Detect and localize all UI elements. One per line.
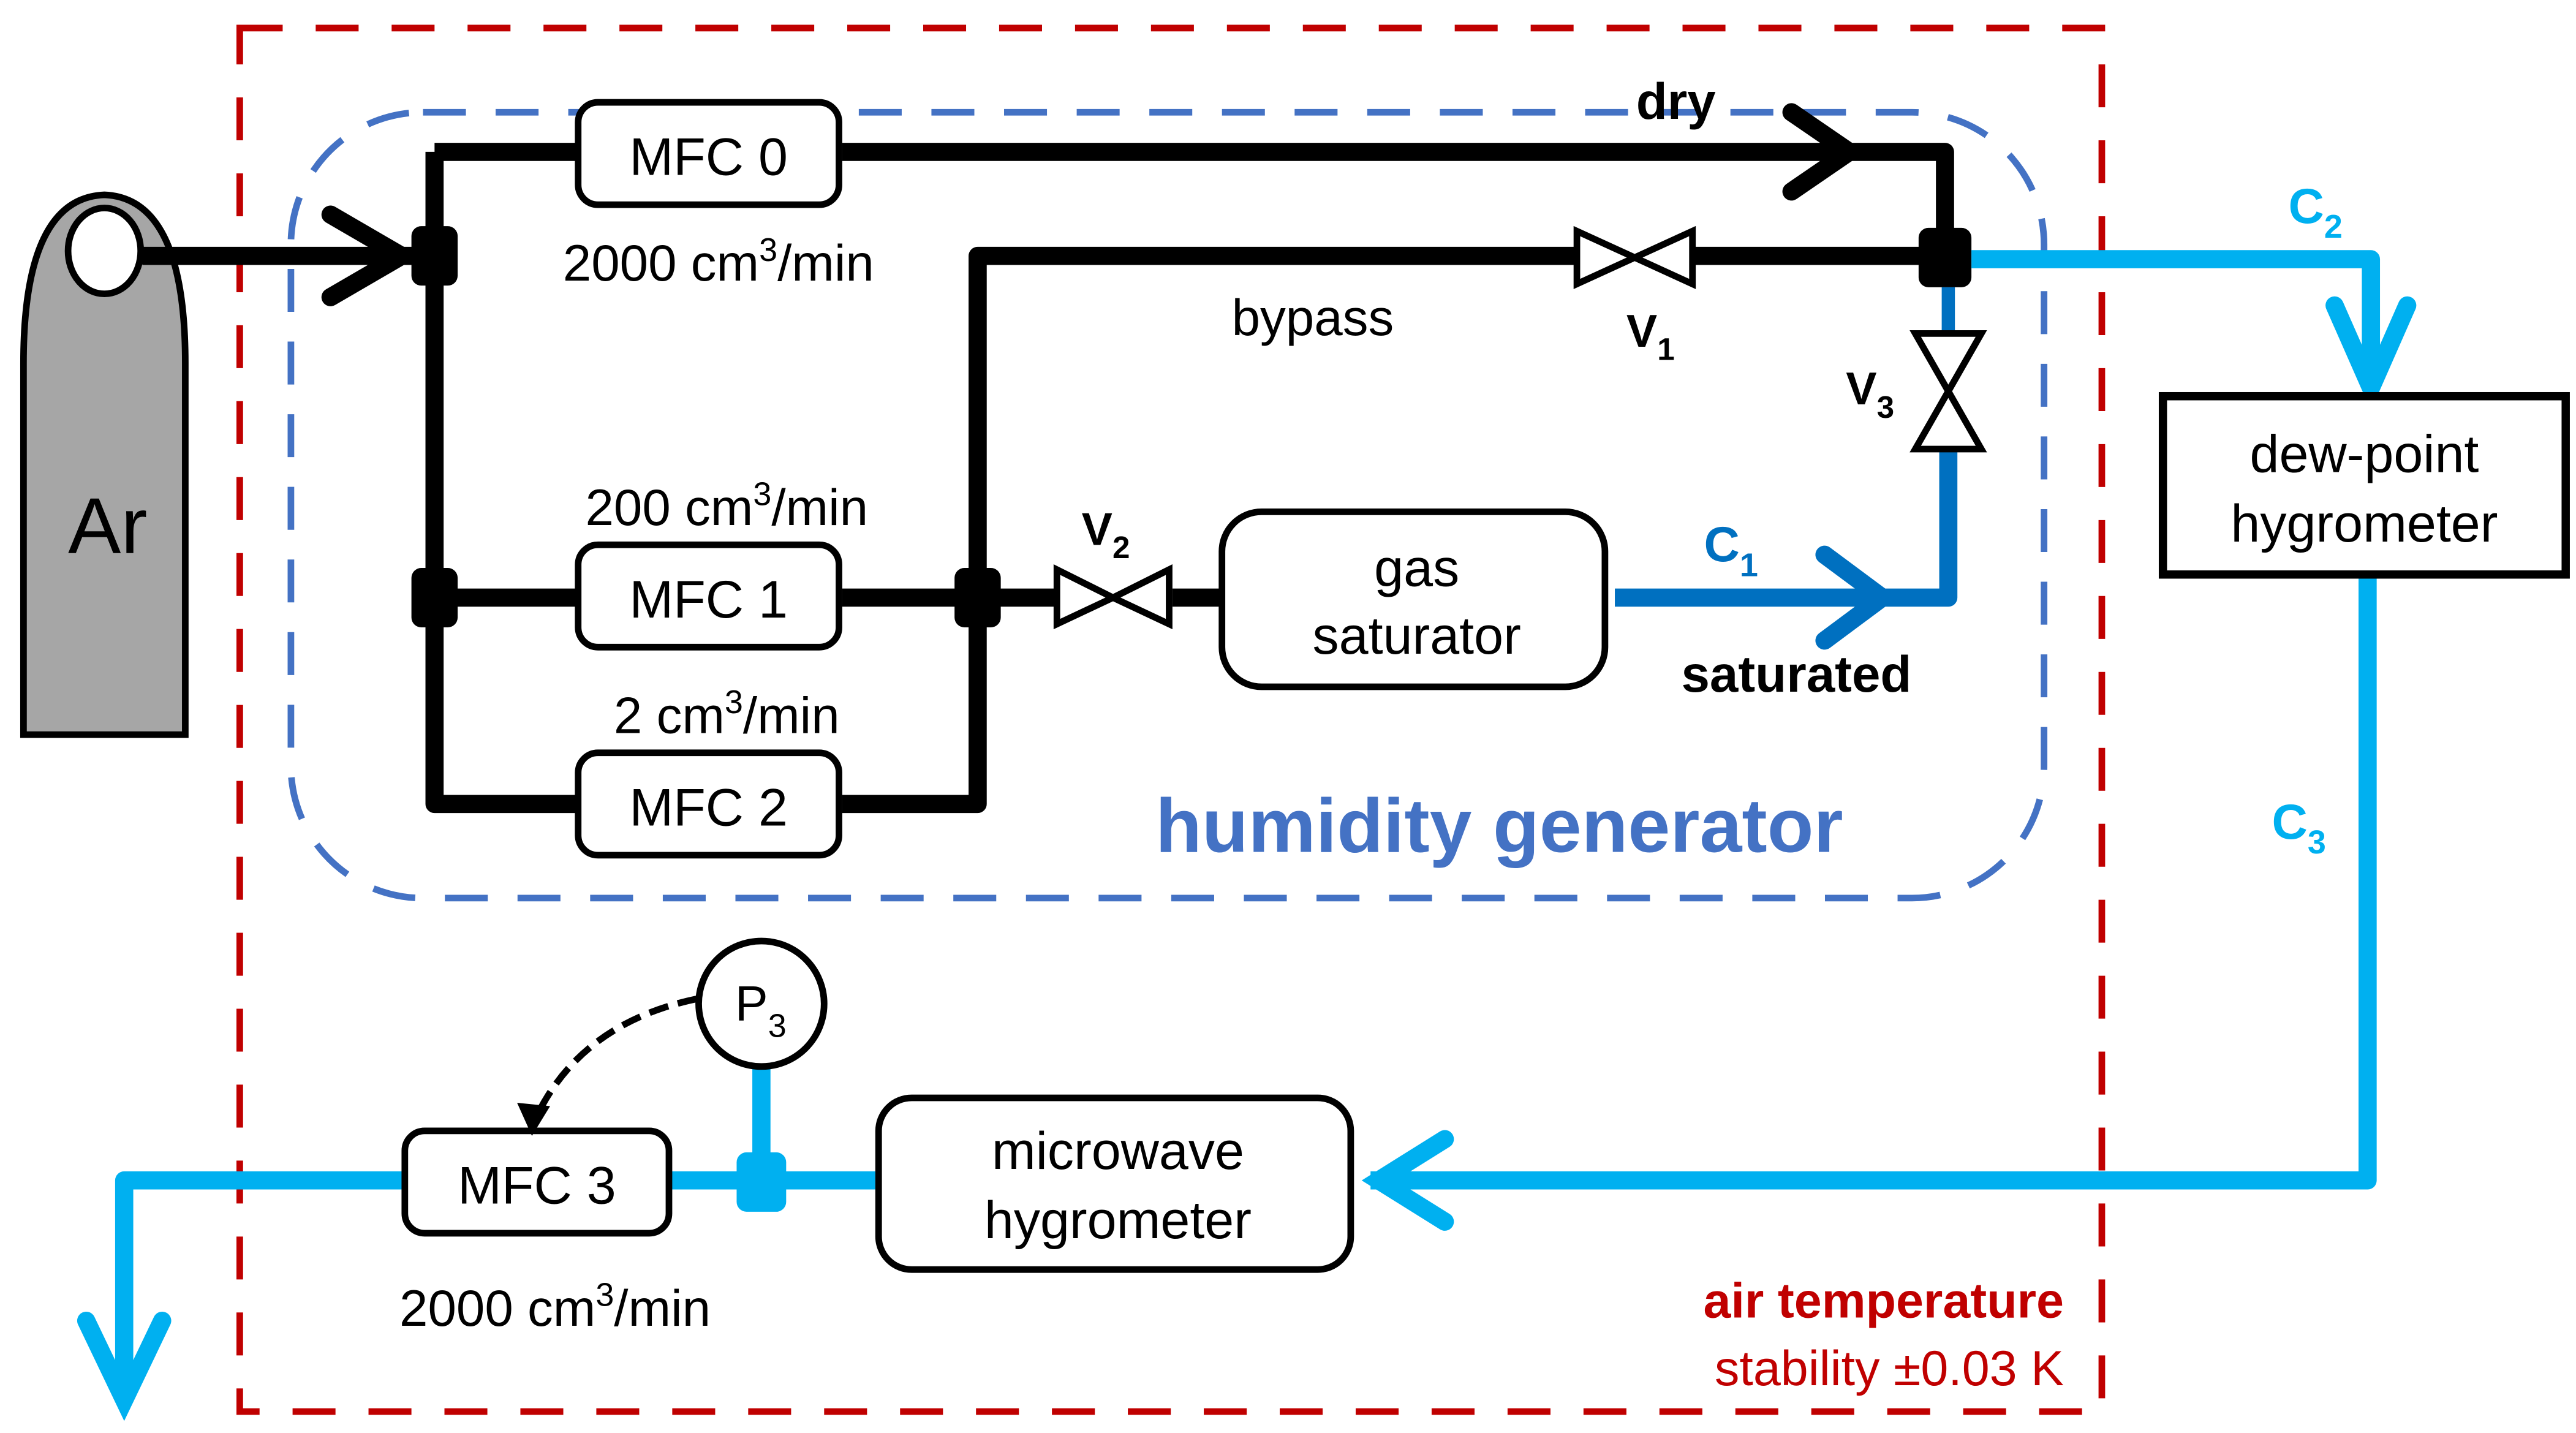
pipe-exhaust	[115, 1171, 405, 1387]
svg-text:saturator: saturator	[1313, 607, 1521, 665]
svg-text:dew-point: dew-point	[2250, 425, 2479, 484]
dry-arrow-icon	[1782, 103, 1865, 201]
inlet-arrow-icon	[321, 205, 420, 306]
saturated-label: saturated	[1681, 645, 1911, 703]
pipe-mfc2-out	[842, 246, 1577, 814]
junction-p3	[736, 1152, 787, 1212]
v1-label: V1	[1626, 305, 1675, 367]
v3-label: V3	[1846, 363, 1894, 425]
cylinder-label: Ar	[68, 482, 147, 570]
feedback-dashed-arrow	[531, 996, 698, 1124]
pipe-manifold	[425, 151, 578, 814]
air-temperature-enclosure	[236, 25, 2106, 1415]
svg-text:MFC 3: MFC 3	[458, 1156, 616, 1215]
pipe-c3	[1370, 574, 2377, 1190]
pipe-c2	[1971, 250, 2381, 384]
bypass-label: bypass	[1232, 289, 1394, 346]
junction-saturator	[954, 567, 1001, 627]
air-temperature-label: air temperature	[1704, 1273, 2064, 1328]
c3-label: C3	[2272, 795, 2326, 861]
gas-saturator-box: gas saturator	[1218, 508, 1609, 690]
mfc2-flow: 2 cm3/min	[614, 684, 840, 744]
svg-text:microwave: microwave	[992, 1122, 1244, 1181]
mfc3-box: MFC 3	[401, 1127, 673, 1237]
feedback-arrowhead-icon	[517, 1103, 550, 1136]
svg-text:MFC 1: MFC 1	[629, 570, 788, 629]
svg-text:P3: P3	[735, 976, 787, 1044]
humidity-generator-label: humidity generator	[1155, 784, 1843, 868]
pipe-dry-line	[842, 143, 1954, 251]
mfc3-flow: 2000 cm3/min	[399, 1277, 711, 1337]
mfc1-box: MFC 1	[575, 541, 842, 651]
svg-text:gas: gas	[1374, 539, 1459, 598]
argon-cylinder-icon: Ar	[20, 191, 189, 738]
svg-text:MFC 2: MFC 2	[629, 778, 788, 837]
c1-label: C1	[1704, 517, 1758, 583]
junction-outlet	[1918, 227, 1972, 287]
pressure-sensor-p3: P3	[695, 937, 828, 1070]
dew-point-hygrometer-box: dew-point hygrometer	[2158, 391, 2570, 579]
mfc0-box: MFC 0	[575, 99, 842, 208]
valve-v2-icon	[1053, 564, 1173, 630]
junction-mfc1	[411, 567, 458, 627]
junction-inlet	[411, 226, 458, 286]
svg-text:hygrometer: hygrometer	[984, 1191, 1252, 1250]
mfc2-box: MFC 2	[575, 749, 842, 859]
c3-arrow-icon	[1361, 1130, 1454, 1231]
dry-label: dry	[1636, 72, 1716, 130]
humidity-generator-boundary	[287, 108, 2048, 902]
mfc0-flow: 2000 cm3/min	[563, 232, 874, 292]
pipe-saturated	[1615, 448, 1958, 607]
valve-v3-icon	[1909, 330, 1987, 453]
stability-label: stability ±0.03 K	[1715, 1341, 2064, 1396]
mfc1-flow: 200 cm3/min	[585, 476, 868, 536]
microwave-hygrometer-box: microwave hygrometer	[875, 1094, 1354, 1273]
c2-arrow-icon	[2325, 296, 2417, 411]
exhaust-arrow-icon	[77, 1311, 172, 1421]
valve-v1-icon	[1573, 225, 1696, 289]
c2-label: C2	[2288, 179, 2342, 245]
v2-label: V2	[1082, 503, 1130, 565]
svg-text:hygrometer: hygrometer	[2230, 494, 2498, 553]
svg-text:MFC 0: MFC 0	[629, 128, 788, 187]
saturated-arrow-icon	[1815, 545, 1898, 650]
